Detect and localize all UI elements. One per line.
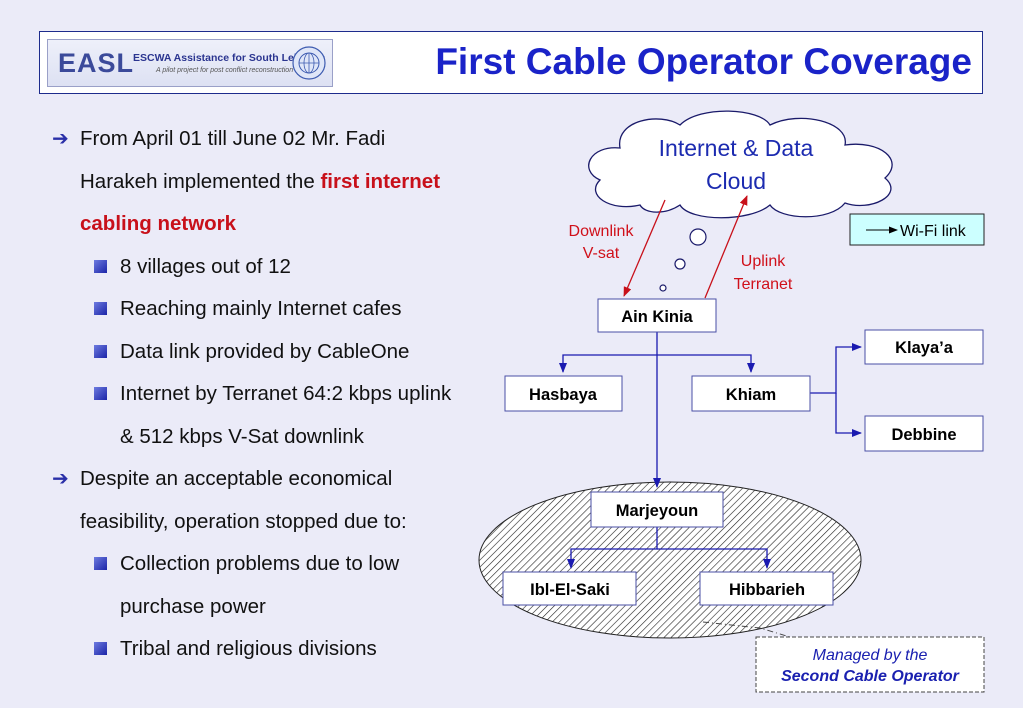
square-bullet-icon [94, 259, 107, 273]
cloud-label-1: Internet & Data [659, 135, 814, 161]
node-klaya: Klaya’a [864, 329, 984, 365]
sub-bullet-text: Tribal and religious divisions [120, 637, 377, 660]
node-label: Ain Kinia [621, 308, 693, 326]
bullet-text: Despite an acceptable economical [80, 467, 393, 490]
sub-bullet-item: Internet by Terranet 64:2 kbps uplink & 5… [52, 373, 512, 458]
node-hasbaya: Hasbaya [504, 375, 623, 412]
cloud-label-2: Cloud [706, 168, 766, 194]
bullet-item: ➔ Despite an acceptable economical feasi… [52, 458, 512, 543]
node-debbine: Debbine [864, 415, 984, 452]
square-bullet-icon [94, 302, 107, 315]
bubble-small [659, 284, 667, 292]
link-marjeyoun-ibl [567, 527, 658, 569]
node-hibbarieh: Hibbarieh [699, 571, 834, 606]
node-khiam: Khiam [691, 375, 811, 412]
sub-bullet-text: Internet by Terranet 64:2 kbps uplink [120, 382, 452, 405]
link-ainkinia-hasbaya [559, 354, 657, 373]
sub-bullet-text: 8 villages out of 12 [120, 254, 291, 278]
sub-bullet-text: Collection problems due to low [120, 552, 400, 575]
link-khiam-klaya [810, 343, 862, 394]
bullet-item: ➔ From April 01 till June 02 Mr. Fadi Ha… [52, 118, 512, 246]
node-label: Khiam [726, 386, 776, 404]
logo-name: ESCWA Assistance for South Lebanon [133, 52, 326, 64]
header-bar: EASL ESCWA Assistance for South Lebanon … [39, 31, 983, 94]
square-bullet-icon [94, 387, 107, 400]
managed-label-1: Managed by the [813, 647, 928, 664]
node-label: Ibl-El-Saki [530, 581, 610, 599]
managed-callout-box [755, 636, 985, 693]
easl-logo: EASL ESCWA Assistance for South Lebanon … [47, 39, 333, 87]
downlink-label-1: Downlink [569, 223, 635, 240]
link-marjeyoun-hibbarieh [657, 548, 771, 569]
bullet-text: Harakeh implemented the [80, 169, 321, 193]
node-label: Klaya’a [895, 339, 954, 357]
uplink-label-2: Terranet [734, 276, 793, 293]
node-marjeyoun: Marjeyoun [590, 491, 724, 528]
link-khiam-debbine [835, 393, 862, 437]
node-label: Hasbaya [529, 386, 598, 404]
logo-mark: EASL [58, 48, 135, 78]
uplink-label-1: Uplink [741, 253, 786, 270]
sub-bullet-text: Reaching mainly Internet cafes [120, 297, 402, 320]
sub-bullet-item: Reaching mainly Internet cafes [52, 288, 512, 331]
highlight-text: first internet [320, 169, 441, 193]
managed-label-2: Second Cable Operator [781, 668, 960, 685]
bubble-medium [674, 258, 686, 270]
square-bullet-icon [94, 642, 107, 655]
arrow-bullet-icon: ➔ [52, 128, 69, 150]
sub-bullet-item: Tribal and religious divisions [52, 628, 512, 671]
bullet-text: feasibility, operation stopped due to: [80, 509, 407, 533]
bullet-list: ➔ From April 01 till June 02 Mr. Fadi Ha… [52, 118, 512, 671]
sub-bullet-text: & 512 kbps V-Sat downlink [120, 424, 364, 448]
sub-bullet-text: purchase power [120, 594, 266, 618]
sub-bullet-item: Data link provided by CableOne [52, 331, 512, 374]
downlink-arrow [623, 199, 666, 297]
sub-bullet-item: Collection problems due to low purchase p… [52, 543, 512, 628]
highlight-text: cabling network [80, 212, 237, 235]
wifi-legend-label: Wi-Fi link [900, 223, 967, 240]
bullet-text: From April 01 till June 02 Mr. Fadi [80, 127, 386, 150]
node-label: Marjeyoun [616, 502, 699, 520]
link-ainkinia-khiam [657, 354, 755, 373]
square-bullet-icon [94, 557, 107, 570]
page-title: First Cable Operator Coverage [435, 41, 972, 82]
node-label: Hibbarieh [729, 581, 805, 599]
callout-line [702, 621, 791, 638]
node-ibl-el-saki: Ibl-El-Saki [502, 571, 637, 606]
node-label: Debbine [891, 426, 956, 444]
bubble-large [689, 228, 707, 246]
square-bullet-icon [94, 344, 107, 358]
arrow-bullet-icon: ➔ [52, 468, 69, 490]
cloud-shape [588, 110, 893, 219]
un-emblem-icon [292, 46, 326, 80]
logo-tagline: A pilot project for post conflict recons… [156, 67, 294, 74]
downlink-label-2: V-sat [583, 245, 620, 262]
sub-bullet-item: 8 villages out of 12 [52, 246, 512, 289]
uplink-arrow [704, 195, 748, 299]
node-ain-kinia: Ain Kinia [597, 298, 717, 333]
sub-bullet-text: Data link provided by CableOne [120, 339, 410, 363]
